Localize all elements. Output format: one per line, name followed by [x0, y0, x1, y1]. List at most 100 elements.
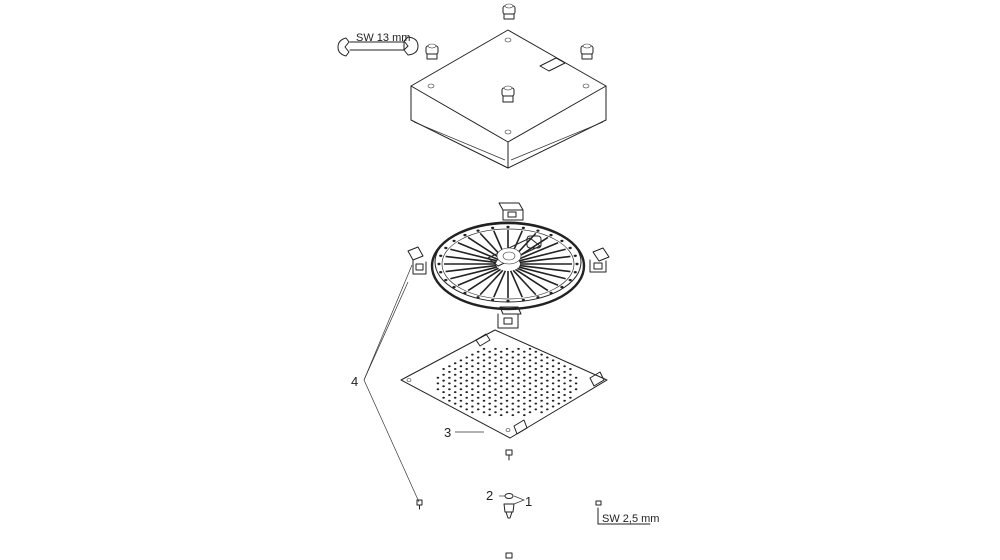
nozzle-dot — [534, 396, 538, 399]
nozzle-dot — [534, 391, 538, 394]
nozzle-dot — [517, 382, 520, 385]
nozzle-dot — [494, 394, 497, 396]
nozzle-dot — [436, 388, 440, 391]
screw-left — [416, 499, 423, 510]
nozzle-dot — [540, 376, 543, 379]
top-nut-right — [580, 43, 594, 60]
nozzle-dot — [482, 399, 486, 402]
nozzle-dot — [551, 376, 555, 379]
nozzle-dot — [442, 379, 445, 382]
nozzle-dot — [488, 356, 492, 359]
nozzle-dot — [476, 396, 480, 399]
nozzle-dot — [551, 382, 555, 385]
nozzle-dot — [488, 368, 492, 370]
nozzle-dot — [517, 405, 520, 408]
disc-rim-dot — [476, 296, 480, 299]
nozzle-dot — [482, 365, 486, 368]
disc-rim-dot — [560, 285, 564, 289]
nozzle-dot — [453, 391, 457, 394]
nozzle-dot — [459, 365, 463, 368]
nozzle-dot — [523, 350, 526, 353]
nozzle-dot — [471, 388, 474, 391]
nozzle-dot — [505, 376, 509, 379]
nozzle-dot — [471, 405, 474, 408]
nozzle-dot — [540, 399, 543, 402]
nozzle-dot — [505, 359, 509, 362]
nozzle-dot — [436, 376, 440, 379]
nozzle-dot — [442, 368, 445, 370]
nozzle-dot — [523, 373, 526, 376]
round-spray-disc — [430, 221, 586, 311]
nozzle-dot — [442, 373, 445, 376]
nozzle-dot — [494, 376, 497, 379]
nozzle-dot — [476, 356, 480, 359]
nozzle-dot — [540, 359, 543, 362]
nozzle-dot — [465, 362, 469, 365]
nozzle-dot — [494, 382, 497, 385]
nozzle-dot — [523, 385, 526, 388]
screw-center — [505, 449, 513, 461]
nozzle-dot — [488, 414, 492, 417]
disc-rim-dot — [437, 262, 441, 266]
nozzle-dot — [476, 391, 480, 394]
disc-spoke — [445, 255, 497, 264]
nozzle-dot — [534, 402, 538, 405]
nozzle-dot — [465, 373, 469, 376]
nozzle-dot — [488, 373, 492, 376]
nozzle-dot — [551, 359, 555, 362]
nozzle-dot — [546, 356, 549, 359]
nozzle-dot — [465, 402, 469, 405]
disc-rim-dot — [444, 278, 448, 282]
nozzle-dot — [482, 370, 486, 373]
nozzle-dot — [523, 391, 526, 394]
nozzle-dot — [505, 365, 509, 368]
disc-rim-dot — [568, 278, 572, 282]
nozzle-dot — [546, 402, 549, 405]
nozzle-dot — [511, 396, 515, 399]
nozzle-dot — [569, 391, 572, 394]
disc-spoke — [445, 264, 497, 273]
disc-rim-dot — [439, 271, 443, 274]
nozzle-dot — [523, 408, 526, 411]
clip-bottom — [497, 306, 522, 329]
nozzle-dot — [517, 353, 520, 356]
nozzle-dot — [499, 379, 503, 382]
nozzle-dot — [459, 359, 463, 362]
nozzle-dot — [528, 370, 532, 373]
nozzle-dot — [551, 394, 555, 396]
nozzle-dot — [499, 391, 503, 394]
nozzle-dot — [557, 373, 561, 376]
nozzle-dot — [499, 414, 503, 417]
nozzle-dot — [471, 365, 474, 368]
nozzle-dot — [494, 359, 497, 362]
nozzle-dot — [471, 382, 474, 385]
nozzle-dot — [471, 353, 474, 356]
nozzle-dot — [569, 396, 572, 399]
nozzle-dot — [448, 365, 451, 368]
disc-rim-dot — [536, 296, 540, 299]
nozzle-dot — [523, 379, 526, 382]
nozzle-dot — [557, 391, 561, 394]
nozzle-dot — [482, 394, 486, 396]
nozzle-dot — [442, 396, 445, 399]
nozzle-dot — [569, 379, 572, 382]
nozzle-dot — [448, 376, 451, 379]
nozzle-dot — [488, 396, 492, 399]
nozzle-dot — [563, 376, 566, 379]
disc-rim-dot — [491, 226, 495, 230]
nozzle-dot — [528, 382, 532, 385]
nozzle-dot — [563, 365, 566, 368]
nozzle-dot — [499, 396, 503, 399]
nozzle-dot — [471, 399, 474, 402]
nozzle-dot — [528, 359, 532, 362]
nozzle-dot — [476, 350, 480, 353]
disc-rim-dot — [536, 229, 540, 232]
nozzle-dot — [505, 370, 509, 373]
disc-rim-dot — [476, 229, 480, 232]
nozzle-dot — [557, 379, 561, 382]
nozzle-dot — [499, 362, 503, 365]
nozzle-dot — [546, 368, 549, 370]
nozzle-dot — [482, 359, 486, 362]
nozzle-dot — [557, 368, 561, 370]
